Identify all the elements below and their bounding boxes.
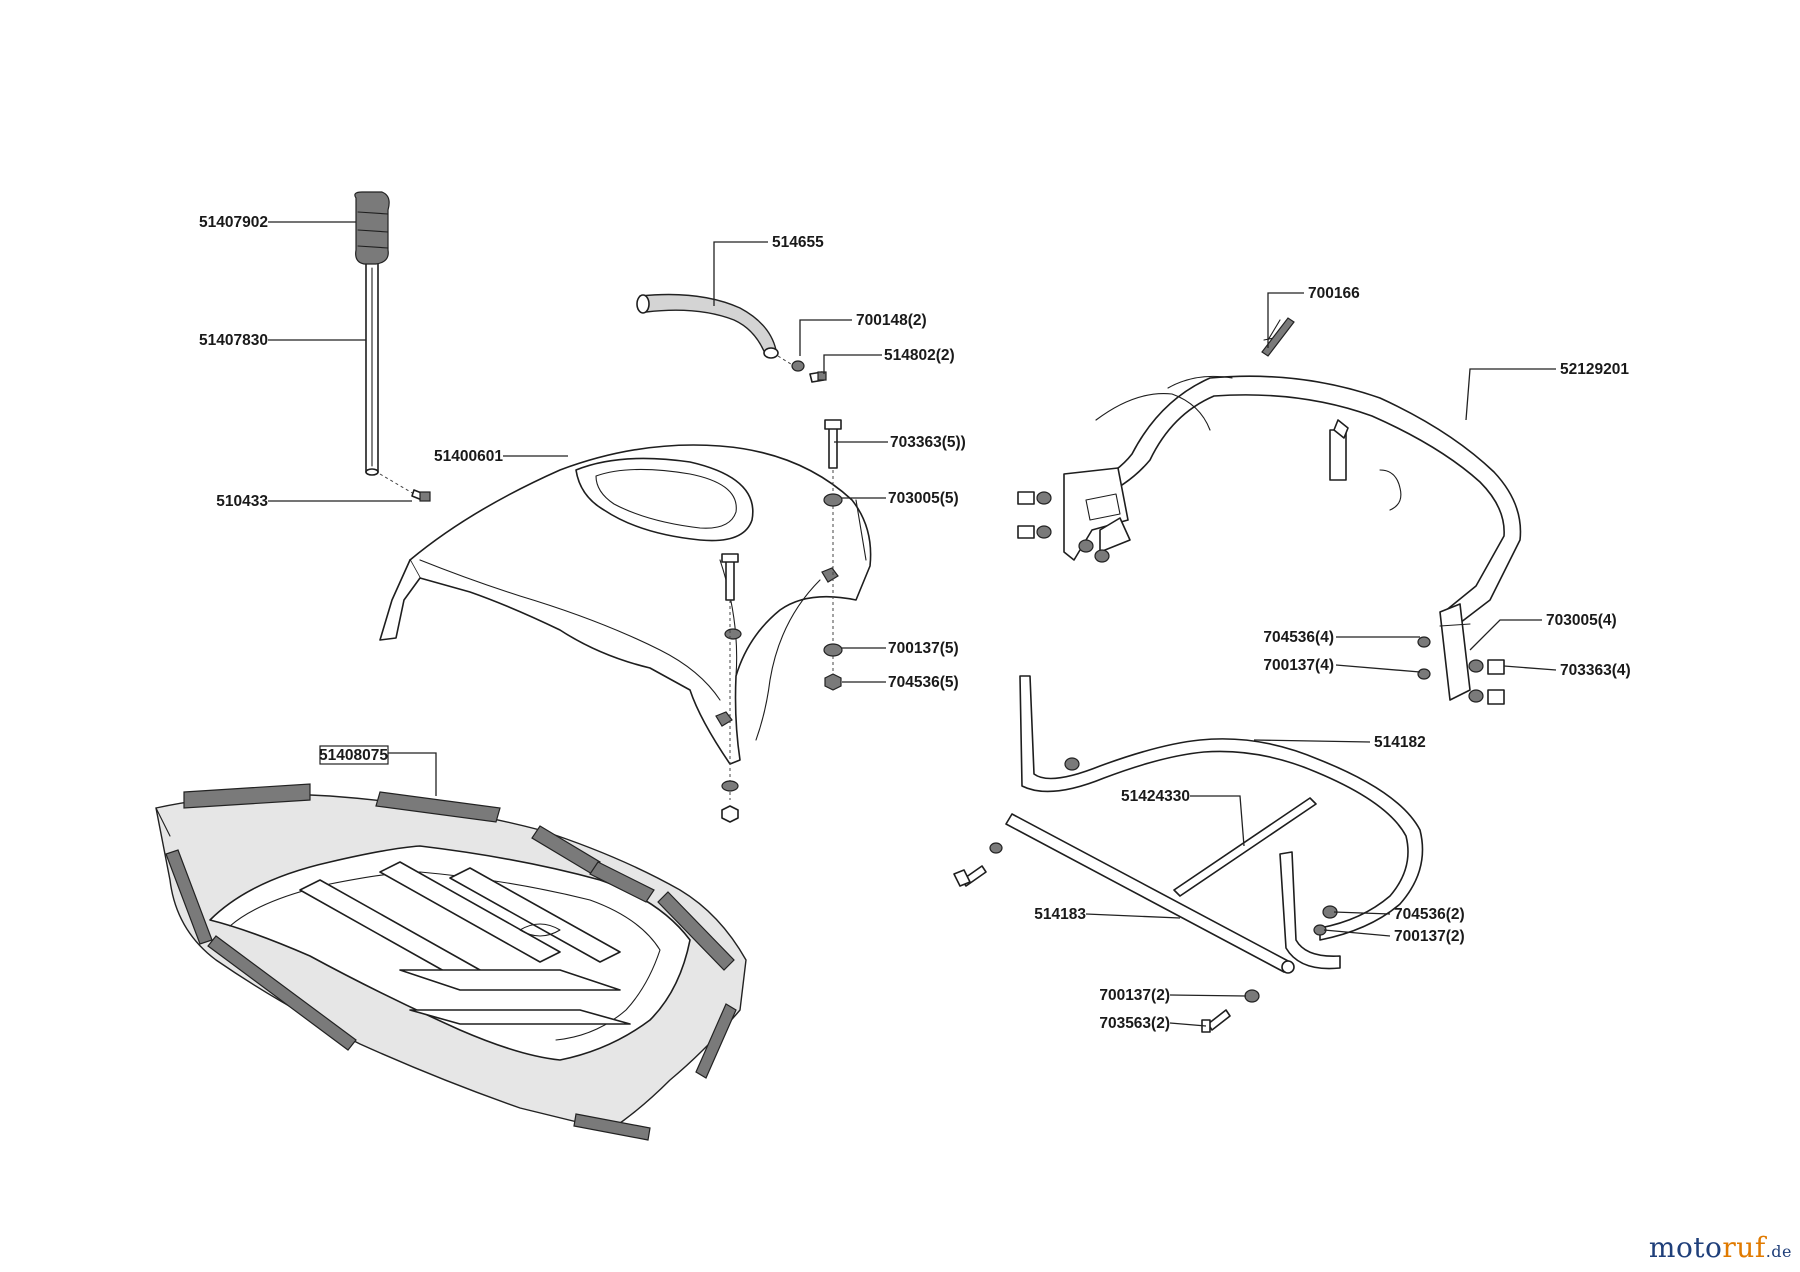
label-703005-5: 703005(5) (888, 490, 959, 507)
label-700137-2-bottom: 700137(2) (1099, 987, 1170, 1004)
label-51424330: 51424330 (1121, 788, 1190, 805)
label-704536-4: 704536(4) (1263, 629, 1334, 646)
label-700137-4: 700137(4) (1263, 657, 1334, 674)
label-52129201: 52129201 (1560, 361, 1629, 378)
watermark-part2: ruf (1722, 1231, 1766, 1264)
watermark-part1: moto (1648, 1231, 1723, 1264)
watermark-logo: motoruf.de (1649, 1231, 1792, 1264)
handle-frame (1063, 317, 1522, 701)
frame-fasteners (1017, 491, 1505, 705)
bag-frame (1005, 675, 1424, 974)
cover-right-fasteners (823, 419, 843, 691)
label-704536-2: 704536(2) (1394, 906, 1465, 923)
label-51407830: 51407830 (199, 332, 268, 349)
label-703363-4: 703363(4) (1560, 662, 1631, 679)
label-700148-2: 700148(2) (856, 312, 927, 329)
label-510433: 510433 (216, 493, 268, 510)
grass-bag (155, 783, 747, 1141)
label-703563-2: 703563(2) (1099, 1015, 1170, 1032)
label-700166: 700166 (1308, 285, 1360, 302)
label-51407902: 51407902 (199, 214, 268, 231)
label-700137-2-right: 700137(2) (1394, 928, 1465, 945)
grip-rod-assembly (354, 191, 431, 502)
label-703363-5: 703363(5)) (890, 434, 966, 451)
label-700137-5: 700137(5) (888, 640, 959, 657)
top-cover (379, 444, 872, 765)
label-514182: 514182 (1374, 734, 1426, 751)
watermark-part3: .de (1765, 1242, 1792, 1261)
label-514802-2: 514802(2) (884, 347, 955, 364)
label-51408075: 51408075 (319, 747, 388, 764)
bag-frame-fasteners (953, 757, 1338, 1033)
label-box-51408075 (319, 745, 389, 765)
part-labels: 51407902 51407830 510433 514655 700148(2… (199, 214, 1631, 1032)
cover-bolt-column (721, 553, 742, 823)
leader-lines (268, 221, 1557, 1027)
label-704536-5: 704536(5) (888, 674, 959, 691)
label-514655: 514655 (772, 234, 824, 251)
label-51400601: 51400601 (434, 448, 503, 465)
label-703005-4: 703005(4) (1546, 612, 1617, 629)
foam-grip (636, 293, 827, 383)
label-514183: 514183 (1034, 906, 1086, 923)
